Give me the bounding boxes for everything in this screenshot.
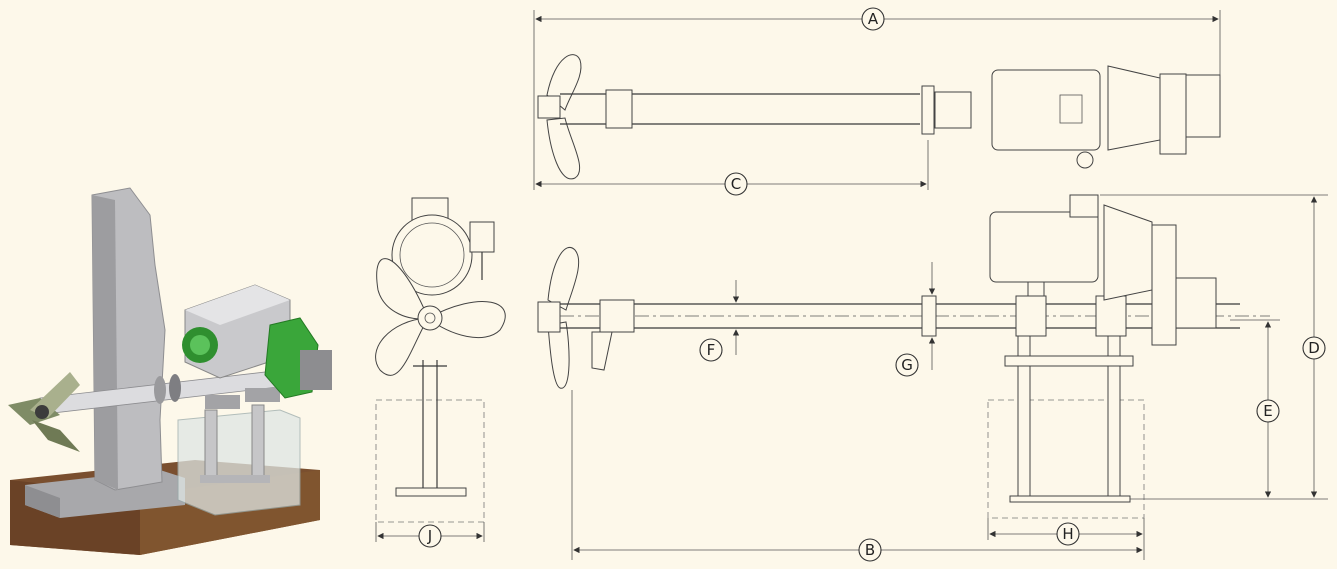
dim-label-e: E [1256,399,1280,423]
svg-text:C: C [731,175,741,193]
dim-label-c: C [724,172,748,196]
svg-text:H: H [1062,525,1073,543]
dim-label-a: A [861,7,885,31]
dim-label-b: B [858,538,882,562]
svg-text:D: D [1308,339,1320,357]
dim-label-f: F [699,338,723,362]
svg-text:B: B [865,541,875,559]
dim-label-d: D [1302,336,1326,360]
svg-text:G: G [901,356,913,374]
svg-text:E: E [1263,402,1272,420]
svg-text:F: F [707,341,716,359]
side-view [537,194,1328,560]
top-view [533,10,1221,190]
isometric-3d-view [8,187,332,555]
dim-label-g: G [895,353,919,377]
end-view [375,197,506,542]
dim-label-h: H [1056,522,1080,546]
svg-text:A: A [868,10,879,28]
svg-text:J: J [427,527,432,545]
dim-label-j: J [418,524,442,548]
